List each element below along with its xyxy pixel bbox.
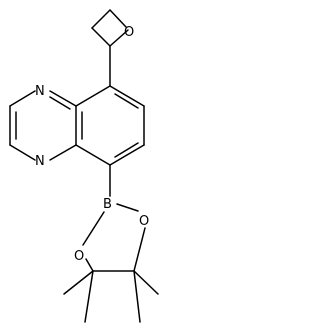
atom-label-boron: B	[103, 197, 112, 212]
pyrazine-ring	[9, 90, 77, 161]
atom-label-oxygen-upper: O	[139, 214, 149, 229]
oxetane-ring	[91, 9, 129, 47]
atom-label-oxygen-lower: O	[74, 249, 84, 264]
chemical-structure-drawing: O N N B O O	[9, 9, 159, 323]
atom-label-nitrogen-upper: N	[35, 84, 45, 99]
atom-label-nitrogen-lower: N	[35, 154, 45, 169]
dioxaborolane-ring	[82, 203, 146, 272]
atom-label-oxetane-oxygen: O	[124, 25, 134, 40]
methyl-groups	[63, 270, 159, 323]
benzo-ring	[75, 85, 145, 166]
